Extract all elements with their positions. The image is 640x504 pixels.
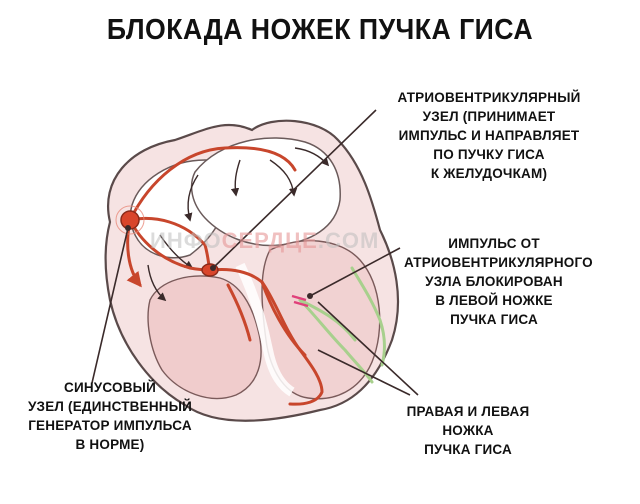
left-atrium	[190, 137, 341, 247]
flow-arrow	[147, 264, 167, 302]
flow-arrow	[294, 147, 330, 167]
block-marker	[291, 294, 309, 308]
sinus-node-label: СИНУСОВЫЙ УЗЕЛ (ЕДИНСТВЕННЫЙ ГЕНЕРАТОР И…	[27, 380, 193, 452]
bundle-branches-label: ПРАВАЯ И ЛЕВАЯ НОЖКА ПУЧКА ГИСА	[406, 404, 530, 457]
watermark: ИНФОСЕРДЦЕ.COM	[150, 228, 380, 253]
flow-arrow	[230, 159, 241, 197]
diagram-title: БЛОКАДА НОЖЕК ПУЧКА ГИСА	[106, 14, 534, 46]
flow-arrow	[269, 159, 298, 197]
pointer-lines	[91, 109, 419, 396]
block-label: ИМПУЛЬС ОТ АТРИОВЕНТРИКУЛЯРНОГО УЗЛА БЛО…	[404, 236, 593, 327]
septum	[235, 262, 295, 397]
flow-arrow	[184, 174, 199, 222]
av-node-label: АТРИОВЕНТРИКУЛЯРНЫЙ УЗЕЛ (ПРИНИМАЕТ ИМПУ…	[397, 90, 581, 181]
flow-arrow	[159, 234, 194, 269]
